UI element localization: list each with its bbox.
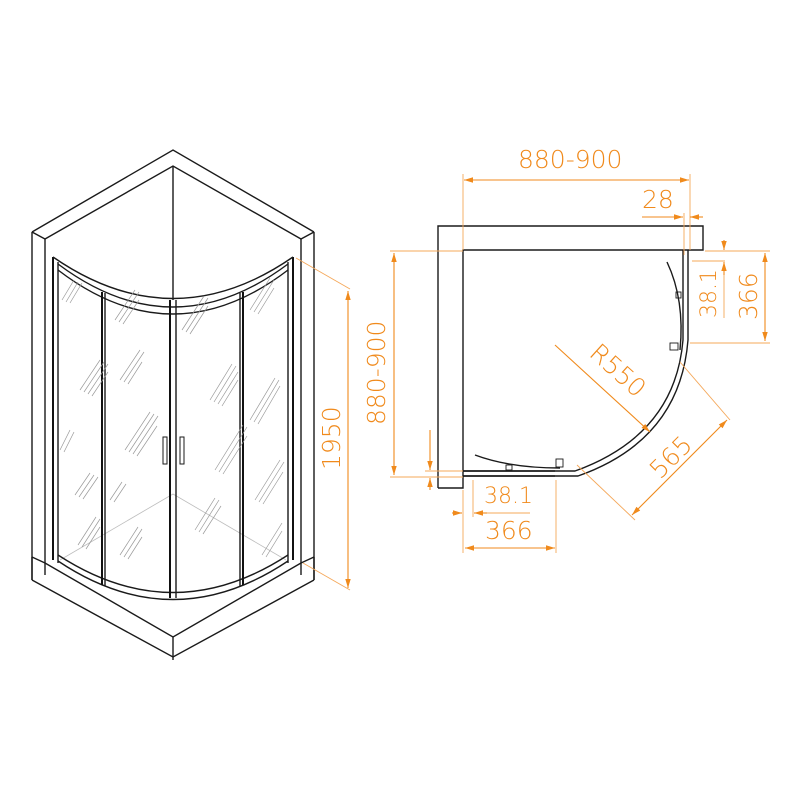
door-handle-right [179, 436, 185, 465]
floor-lines [59, 493, 287, 561]
enclosure-frame [52, 256, 294, 601]
bottom-fixed-large-label: 366 [485, 516, 533, 545]
depth-dimension: 880-900 [362, 250, 463, 478]
top-gap-label: 28 [642, 185, 674, 214]
plan-view: 880-900 28 880-900 [362, 145, 770, 553]
isometric-view: 1950 [31, 149, 351, 660]
shower-tray [31, 556, 315, 660]
radius-label: R550 [584, 338, 652, 403]
depth-label: 880-900 [362, 321, 391, 425]
right-fixed-large-label: 366 [734, 272, 763, 320]
enclosure-plan [463, 250, 689, 477]
walls [437, 225, 704, 489]
width-dimension: 880-900 [462, 145, 691, 250]
bottom-fixed-small-label: 38.1 [484, 484, 533, 509]
wall-top-outline [31, 149, 315, 300]
radius-dimension: R550 [554, 338, 652, 433]
entry-label: 565 [644, 430, 698, 484]
side-walls [31, 232, 315, 580]
glass-reflection-hatch [59, 277, 285, 560]
width-label: 880-900 [518, 145, 622, 174]
top-gap-dimension: 28 [642, 185, 703, 255]
right-fixed-small-label: 38.1 [697, 269, 722, 318]
right-fixed-dimensions: 38.1 366 [690, 240, 770, 344]
left-gap-dimension [425, 430, 463, 490]
height-dimension: 1950 [295, 257, 351, 591]
door-handle-left [162, 436, 168, 465]
height-label: 1950 [317, 406, 346, 470]
bottom-fixed-dimensions: 38.1 366 [452, 480, 557, 553]
